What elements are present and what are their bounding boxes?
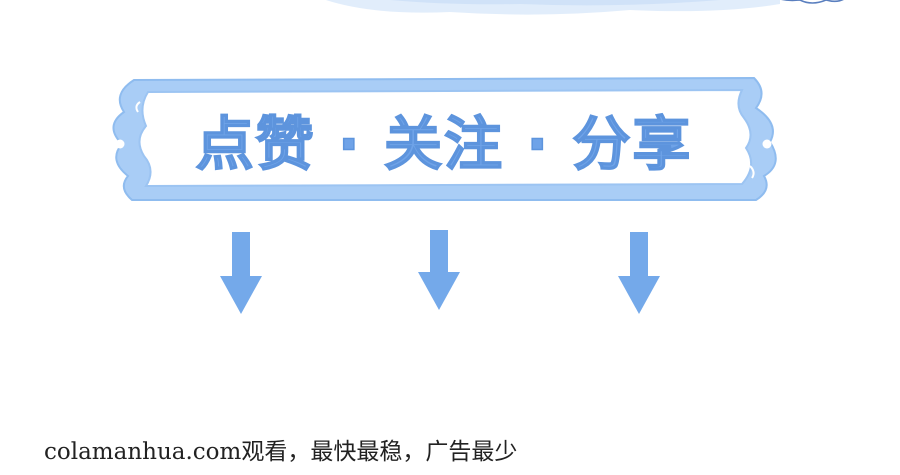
top-cloud-decoration — [325, 0, 844, 15]
arrow-down-icon — [418, 230, 460, 310]
banner-title: 点赞 · 关注 · 分享 — [195, 109, 693, 179]
banner-frame — [112, 76, 777, 201]
arrow-down-icon — [220, 232, 262, 314]
arrow-down-icon — [618, 232, 660, 314]
action-banner: 点赞 · 关注 · 分享 — [104, 72, 784, 206]
site-watermark-text: colamanhua.com观看，最快最稳，广告最少 — [44, 439, 518, 465]
arrow-row — [0, 228, 900, 320]
